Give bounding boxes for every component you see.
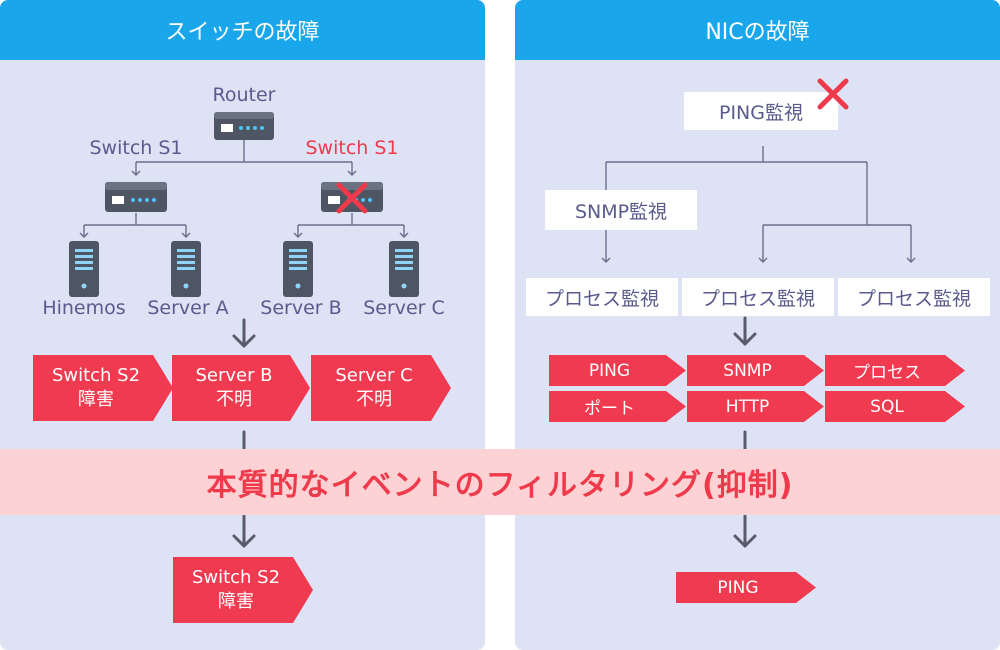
server-label-hinemos: Hinemos [42, 297, 126, 319]
server-label-a: Server A [147, 297, 229, 319]
server-label-c: Server C [363, 297, 445, 319]
ping-monitor-box: PING監視 [684, 92, 838, 130]
switch-icon [105, 182, 167, 212]
event-line2: 不明 [216, 389, 252, 410]
router-icon [214, 112, 274, 140]
switch-left-label: Switch S1 [89, 137, 183, 159]
event-line2: 不明 [356, 389, 392, 410]
server-label-b: Server B [260, 297, 342, 319]
router-label: Router [212, 84, 276, 106]
event-tag: SNMP [687, 355, 824, 386]
server-icon [69, 241, 99, 297]
server-icon [389, 241, 419, 297]
event-tag: Server B 不明 [172, 355, 310, 421]
event-tag: Server C 不明 [311, 355, 451, 421]
event-tag: PING [549, 355, 686, 386]
event-tag: ポート [549, 391, 686, 422]
server-icon [283, 241, 313, 297]
right-panel-title: NICの故障 [515, 0, 1000, 60]
process-monitor-box: プロセス監視 [682, 278, 834, 316]
event-tag: プロセス [825, 355, 965, 386]
event-line1: Server C [335, 365, 413, 386]
result-tag: Switch S2 障害 [173, 557, 313, 623]
event-line1: Switch S2 [51, 365, 141, 386]
snmp-monitor-box: SNMP監視 [545, 190, 697, 230]
result-line1: Switch S2 [191, 567, 281, 588]
event-tag: Switch S2 障害 [33, 355, 173, 421]
event-line2: 障害 [78, 389, 114, 410]
event-line1: Server B [195, 365, 273, 386]
event-tag: SQL [825, 391, 965, 422]
left-panel-title: スイッチの故障 [0, 0, 485, 60]
fail-x-icon [336, 182, 368, 214]
server-icon [171, 241, 201, 297]
result-tag: PING [676, 572, 816, 603]
event-tag: HTTP [687, 391, 824, 422]
result-line2: 障害 [218, 591, 254, 612]
fail-x-icon [817, 78, 849, 110]
filtering-band: 本質的なイベントのフィルタリング(抑制) [0, 449, 1000, 515]
switch-right-label: Switch S1 [305, 137, 399, 159]
process-monitor-box: プロセス監視 [526, 278, 678, 316]
process-monitor-box: プロセス監視 [838, 278, 990, 316]
